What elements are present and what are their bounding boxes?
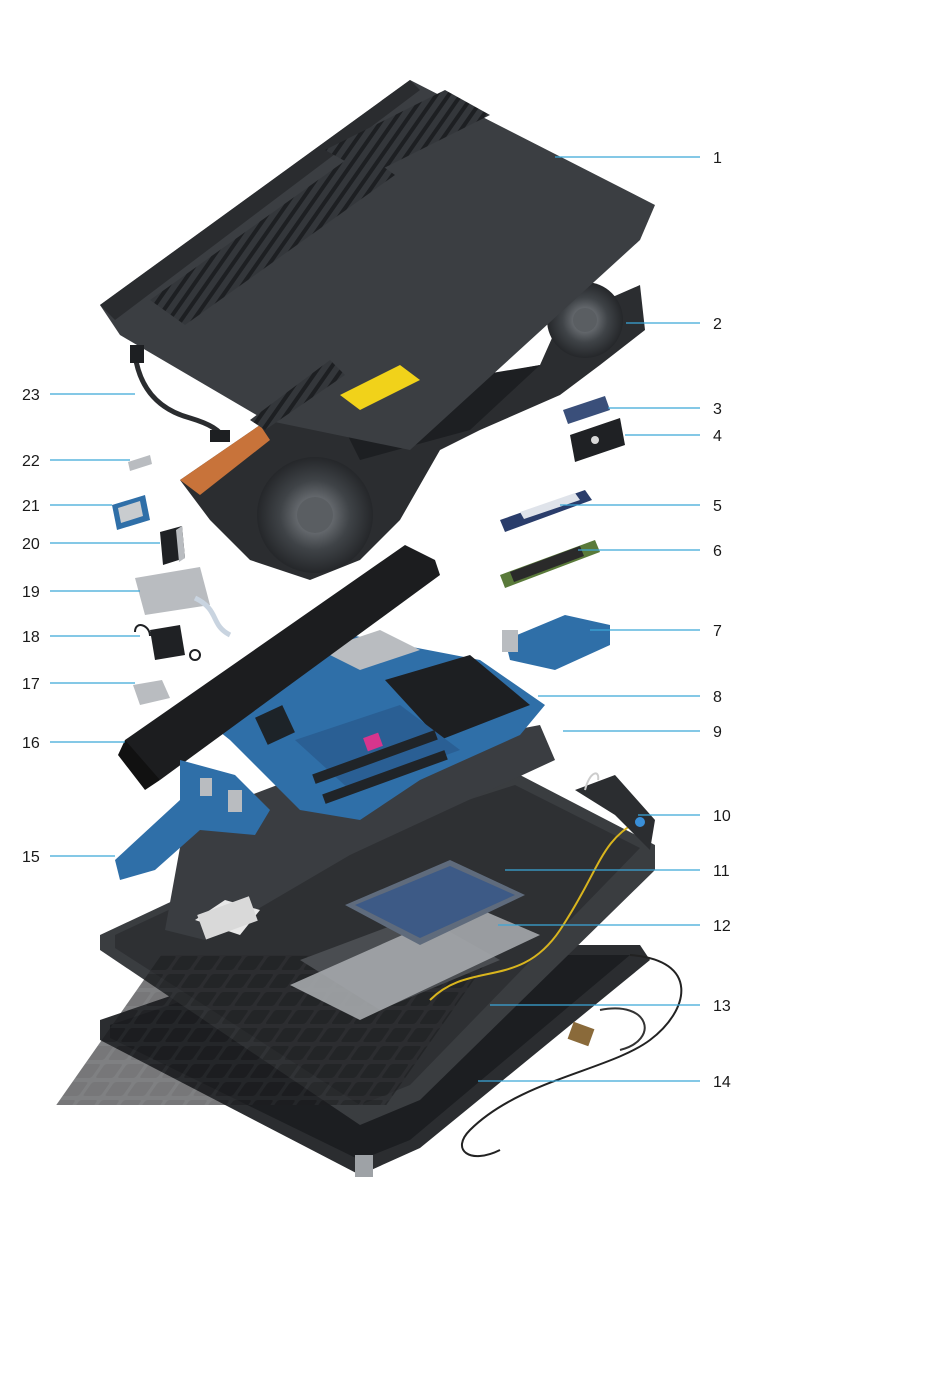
ssd-2230	[563, 396, 610, 424]
usb-c-bracket	[160, 526, 185, 565]
ssd-m2	[500, 490, 592, 532]
wlan-card	[112, 495, 150, 530]
callout-5: 5	[713, 498, 722, 515]
callout-17: 17	[22, 676, 40, 693]
callout-1: 1	[713, 150, 722, 167]
callout-numbers-right: 1 2 3 4 5 6 7 8 9 10 11 12 13 14	[713, 150, 731, 1091]
callout-2: 2	[713, 316, 722, 333]
callout-3: 3	[713, 401, 722, 418]
callout-20: 20	[22, 536, 40, 553]
base-cover	[100, 80, 655, 450]
power-button-bracket	[133, 680, 170, 705]
callout-6: 6	[713, 543, 722, 560]
callout-13: 13	[713, 998, 731, 1015]
callout-4: 4	[713, 428, 722, 445]
wlan-bracket	[128, 455, 152, 471]
callout-14: 14	[713, 1074, 731, 1091]
callout-10: 10	[713, 808, 731, 825]
io-board-right	[502, 615, 610, 670]
io-board-bracket	[135, 567, 230, 635]
ssd-thermal-plate	[570, 418, 625, 462]
callout-18: 18	[22, 629, 40, 646]
memory-module	[500, 540, 600, 588]
callout-7: 7	[713, 623, 722, 640]
callout-numbers-left: 23 22 21 20 19 18 17 16 15	[22, 387, 40, 866]
callout-9: 9	[713, 724, 722, 741]
callout-11: 11	[713, 863, 730, 880]
callout-16: 16	[22, 735, 40, 752]
callout-19: 19	[22, 584, 40, 601]
callout-21: 21	[22, 498, 40, 515]
callout-12: 12	[713, 918, 731, 935]
callout-8: 8	[713, 689, 722, 706]
callout-22: 22	[22, 453, 40, 470]
callout-23: 23	[22, 387, 40, 404]
power-button	[135, 625, 200, 660]
callout-15: 15	[22, 849, 40, 866]
